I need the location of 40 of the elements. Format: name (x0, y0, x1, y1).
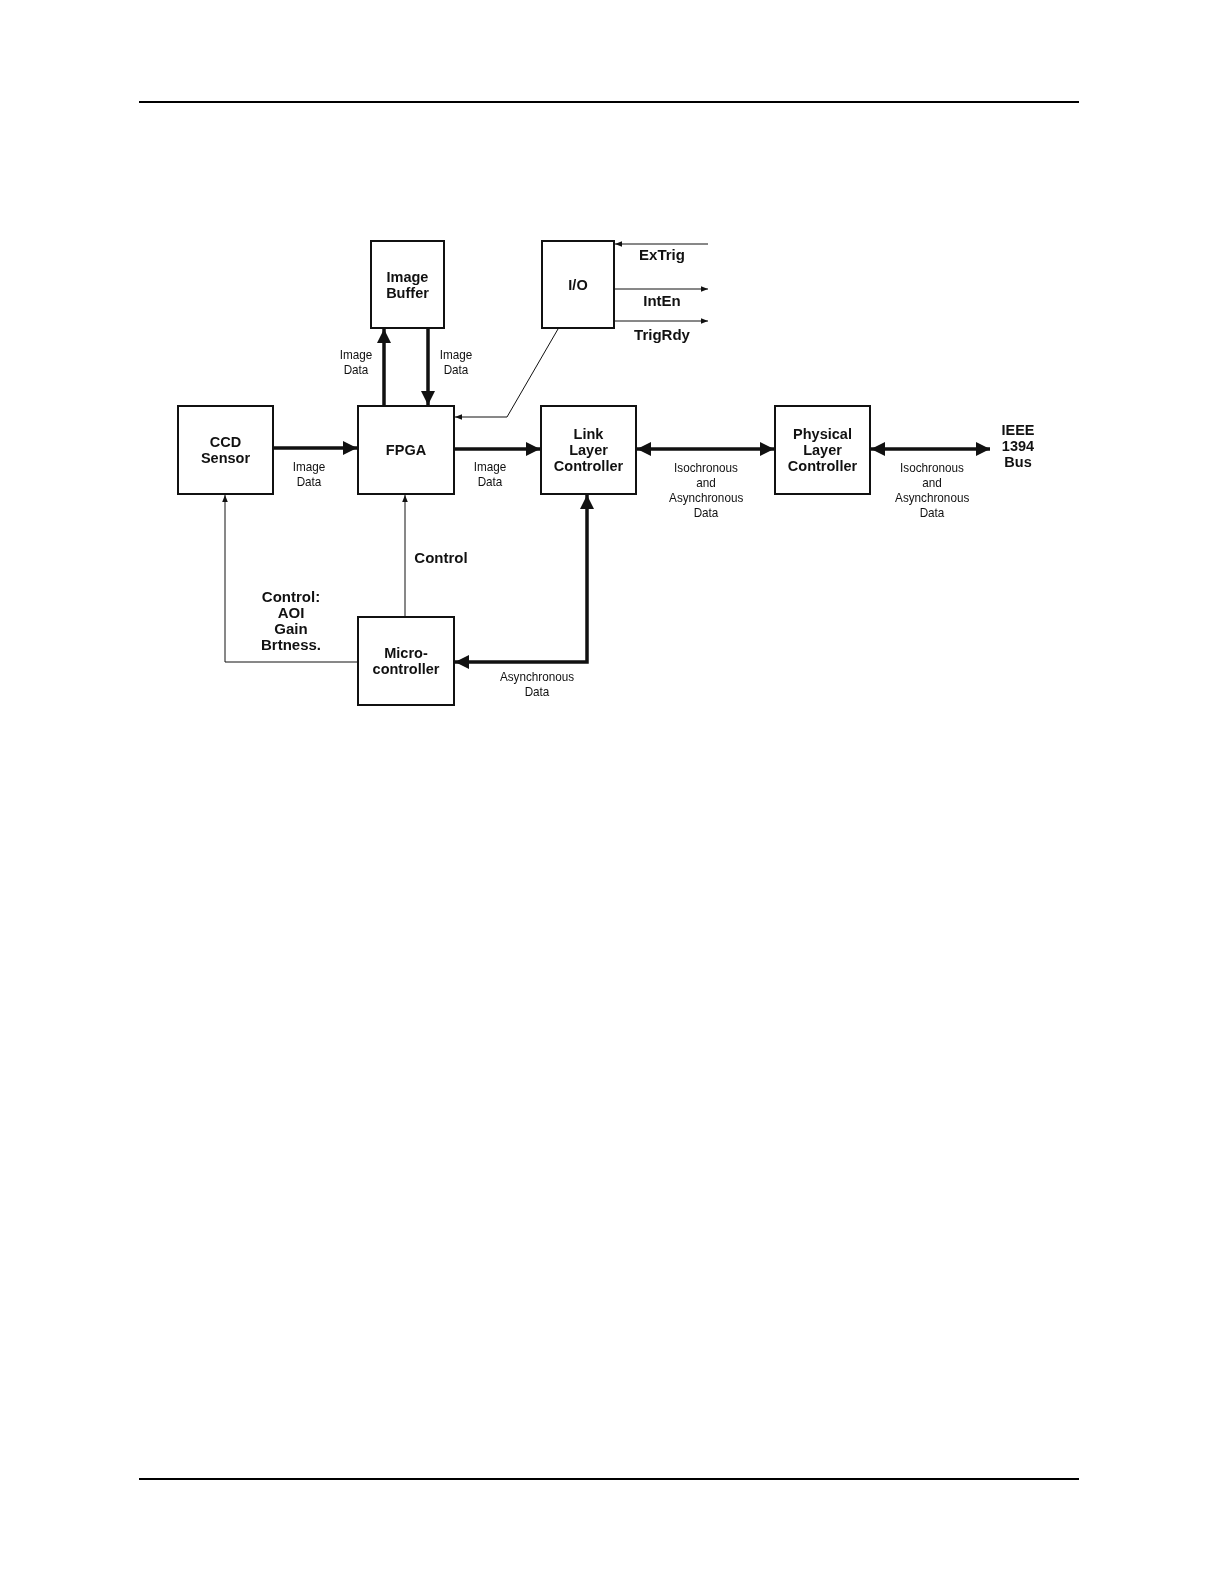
edge-label: TrigRdy (633, 327, 691, 343)
block-label: Image Buffer (385, 268, 430, 301)
arrow (637, 442, 774, 456)
block-label: Micro- controller (371, 645, 441, 677)
edge-label: Image Data (291, 459, 327, 489)
arrow (455, 442, 540, 456)
arrow (222, 494, 358, 663)
edge-label: Control (413, 550, 469, 566)
block-box (370, 240, 445, 329)
arrow (614, 318, 709, 324)
block-label: Link Layer Controller (552, 426, 625, 474)
arrow (614, 286, 709, 292)
arrow (614, 241, 709, 247)
block-label: CCD Sensor (199, 434, 252, 466)
arrow (377, 329, 391, 405)
edge-label: Control: AOI Gain Brtness. (260, 589, 322, 653)
block-label: FPGA (385, 442, 427, 458)
edge-label: Isochronous and Asynchronous Data (895, 460, 969, 520)
arrow (274, 441, 357, 455)
arrow (421, 329, 435, 405)
edge-label: Isochronous and Asynchronous Data (669, 460, 743, 520)
block-box (177, 405, 274, 495)
edge-label: Image Data (338, 347, 374, 377)
arrow (454, 328, 559, 420)
block-label: IEEE 1394 Bus (1000, 422, 1036, 470)
edge-label: Image Data (472, 459, 508, 489)
block-box (541, 240, 615, 329)
block-box (774, 405, 871, 495)
arrow (871, 442, 990, 456)
block-box (540, 405, 637, 495)
arrow (455, 495, 594, 669)
arrow (402, 494, 408, 617)
block-label: Physical Layer Controller (786, 426, 859, 474)
edge-label: Asynchronous Data (498, 669, 576, 699)
block-box (357, 616, 455, 706)
edge-label: IntEn (642, 293, 682, 309)
block-label: I/O (568, 276, 588, 293)
edge-label: ExTrig (638, 247, 686, 263)
block-box (357, 405, 455, 495)
edge-label: Image Data (438, 347, 474, 377)
